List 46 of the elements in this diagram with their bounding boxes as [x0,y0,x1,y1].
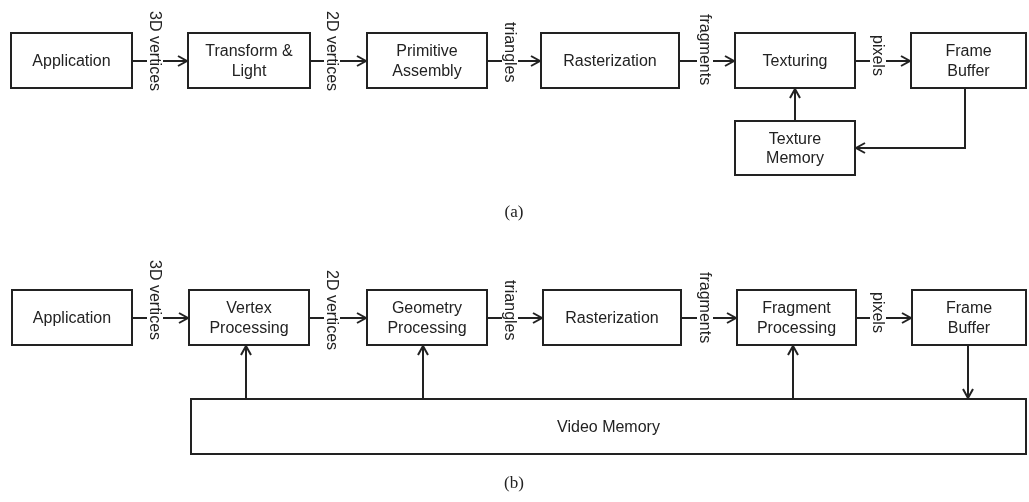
box-label: Geometry Processing [386,298,468,337]
process-box [736,289,857,346]
arrow [789,88,801,121]
process-box [366,32,488,89]
edge-label: fragments [697,270,713,346]
process-box [542,289,682,346]
process-box [540,32,680,89]
box-label: Frame Buffer [944,41,993,80]
box-label: Application [32,307,112,328]
figure-caption: (a) [504,202,524,222]
box-label: Rasterization [563,50,657,71]
edge-label: 3D vertices [147,9,163,94]
process-box [11,289,133,346]
process-box [734,120,856,176]
arrow [962,345,974,399]
edge-label: pixels [870,33,886,78]
process-box [188,289,310,346]
box-label: Vertex Processing [208,298,290,337]
box-label: Texturing [762,50,828,71]
process-box [187,32,311,89]
edge-label: triangles [502,278,518,343]
process-box [734,32,856,89]
edge-label: pixels [870,290,886,335]
process-box [911,289,1027,346]
edge-label: 2D vertices [324,268,340,353]
edge-label: 2D vertices [324,9,340,94]
arrow [417,345,429,399]
box-label: Primitive Assembly [391,41,463,80]
box-label: Texture Memory [765,128,825,168]
edge-label: triangles [502,20,518,85]
figure-caption: (b) [504,473,524,493]
arrow [787,345,799,399]
edge-label: 3D vertices [147,258,163,343]
box-label: Video Memory [557,416,660,437]
process-box [10,32,133,89]
box-label: Rasterization [565,307,659,328]
process-box [910,32,1027,89]
box-label: Application [32,50,111,71]
edge-label: fragments [697,12,713,88]
arrow [855,88,966,154]
box-label: Frame Buffer [944,298,994,337]
arrow [240,345,252,399]
box-label: Transform & Light [204,41,294,80]
process-box [190,398,1027,455]
box-label: Fragment Processing [755,298,838,337]
process-box [366,289,488,346]
